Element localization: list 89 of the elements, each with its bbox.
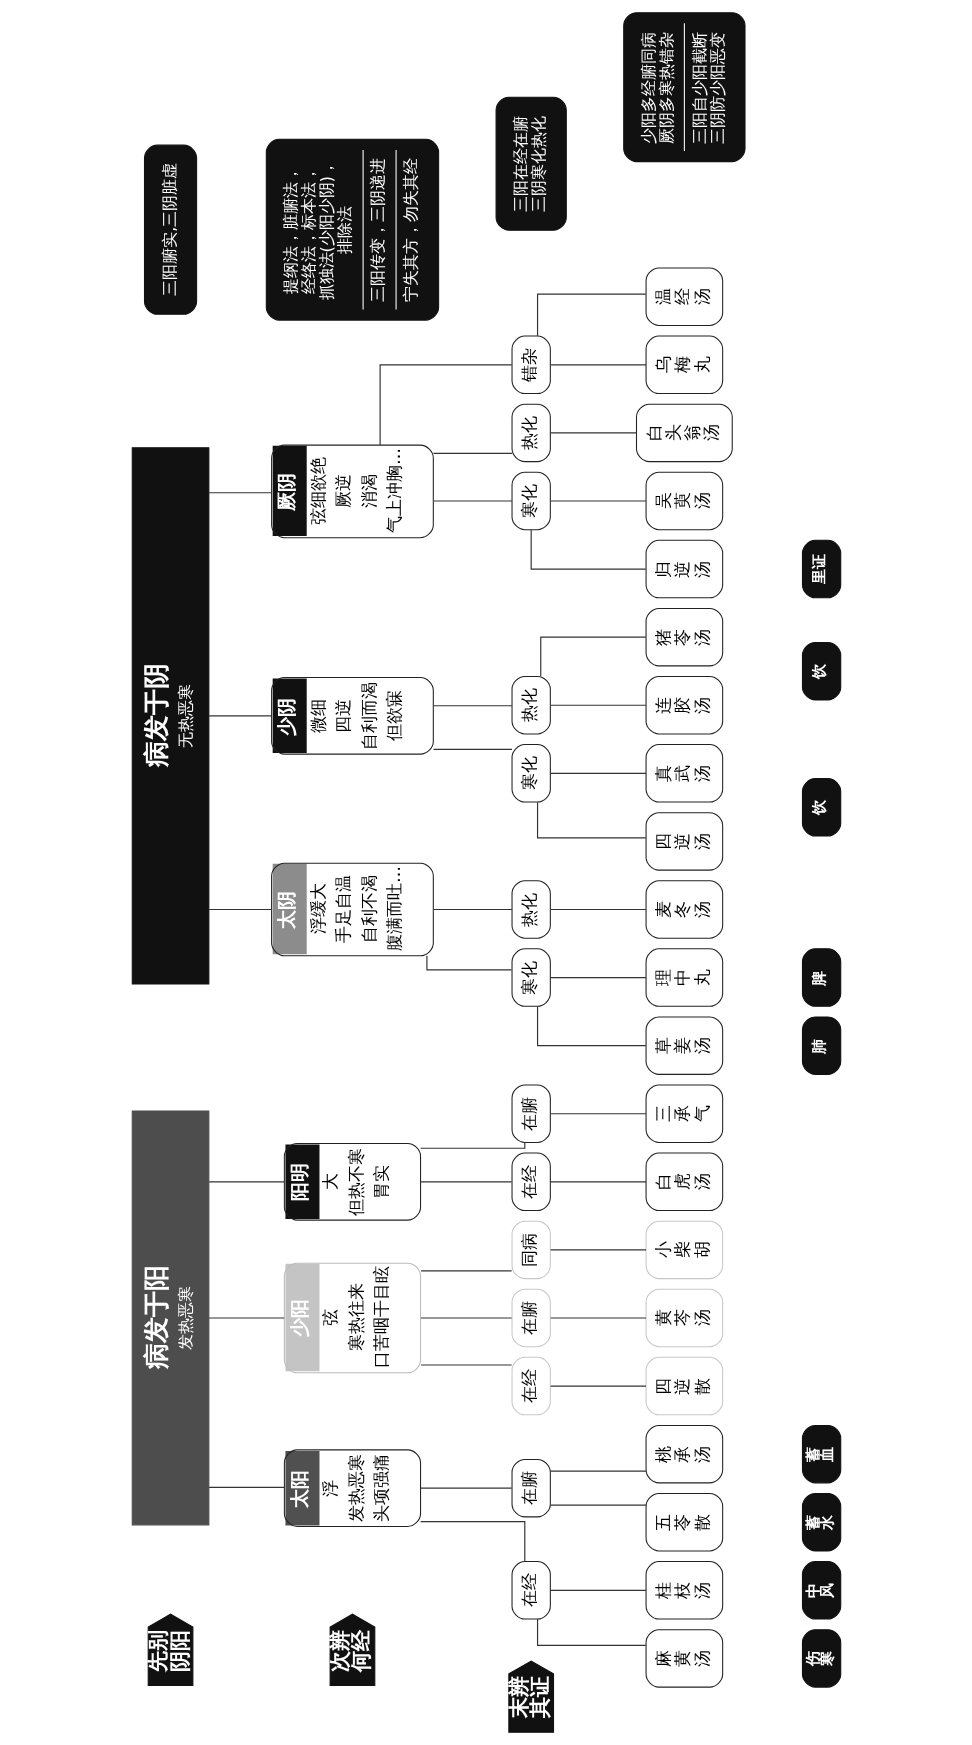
node-box: 草姜汤: [645, 1016, 723, 1075]
connector: [549, 1385, 647, 1387]
node-box: 病发于阳 发热恶寒: [131, 1110, 209, 1526]
connector: [432, 748, 513, 750]
connector: [432, 705, 513, 707]
connector: [419, 1142, 525, 1149]
connector: [536, 293, 646, 337]
node-box: 热化: [511, 403, 551, 463]
connector: [549, 976, 647, 979]
connector: [549, 1181, 647, 1183]
node-box: 寒化: [511, 948, 551, 1007]
node-box: 理中丸: [645, 948, 723, 1007]
node-box: 桃承汤: [645, 1424, 723, 1484]
connector: [379, 364, 512, 446]
node-box: 小柴胡: [645, 1220, 723, 1280]
node-box: 吴萸汤: [645, 471, 723, 531]
node-box: 温经汤: [645, 267, 723, 326]
node-box: 寒化: [511, 744, 551, 803]
connector: [432, 500, 513, 502]
node-box: 寒化: [511, 471, 551, 531]
node-box: 乌梅丸: [645, 335, 723, 395]
node-box: 脾: [801, 948, 841, 1007]
node-box: 饮: [801, 641, 841, 701]
node-box: 白虎汤: [645, 1152, 723, 1212]
connector: [549, 432, 637, 434]
connector: [549, 1589, 647, 1591]
node-box: 在腑: [511, 1288, 551, 1348]
node-box: 猪苓汤: [645, 607, 723, 667]
connector: [425, 955, 512, 971]
node-box: 麻黄汤: [645, 1629, 723, 1688]
connector: [549, 1504, 647, 1506]
node-box: 桂枝汤: [645, 1561, 723, 1620]
connector: [536, 1005, 646, 1047]
node-box: 三承气: [645, 1084, 723, 1143]
connector: [536, 801, 646, 839]
node-box: 真武汤: [645, 744, 723, 803]
connector: [549, 908, 647, 911]
node-box: 肺: [801, 1016, 841, 1075]
node-box: 错杂: [511, 335, 551, 395]
connector: [536, 1618, 646, 1646]
connector: [432, 452, 513, 454]
node-box: 在腑: [511, 1084, 551, 1143]
connector: [208, 1181, 285, 1183]
node-box: 热化: [511, 880, 551, 939]
node-box: 饮: [801, 778, 841, 837]
connector: [208, 492, 272, 494]
connector: [549, 772, 647, 774]
node-box: 三阳在经在腑三阴寒化热化: [495, 96, 567, 231]
connector: [549, 364, 647, 366]
node-box: 少阳多经腑同病厥阴多寒热错杂 三阳自少阳截断三阴防少阳恶变: [622, 12, 746, 163]
connector: [549, 1249, 647, 1251]
node-box: 病发于阴 无热恶寒: [131, 447, 209, 985]
node-box: 在经: [511, 1356, 551, 1416]
connector: [208, 715, 272, 717]
connector: [549, 1317, 647, 1319]
connector: [419, 1521, 525, 1562]
connector: [208, 908, 272, 911]
connector: [208, 1317, 285, 1319]
node-box: 提纲法，脏腑法，经络法，标本法，抓独法(少阳少阴)，排除法 三阳传变，三阴递进 宁失其方，勿失其经: [265, 138, 439, 321]
connector: [530, 529, 646, 570]
node-box: 蓄水: [801, 1492, 841, 1552]
node-box: 黄芩汤: [645, 1288, 723, 1348]
node-box: 在经: [511, 1152, 551, 1212]
node-box: 蓄血: [801, 1424, 841, 1484]
node-box: 三阳腑实,三阴脏虚: [143, 144, 197, 315]
node-box: 四逆汤: [645, 812, 723, 871]
connector: [549, 1113, 647, 1115]
connector: [419, 1487, 512, 1489]
node-box: 白头翁汤: [635, 403, 733, 463]
node-box: 连胶汤: [645, 675, 723, 735]
connector: [419, 1181, 512, 1183]
node-box: 中风: [801, 1561, 841, 1620]
node-box: 四逆散: [645, 1356, 723, 1416]
node-box: 在腑: [511, 1458, 551, 1518]
node-box: 伤寒: [801, 1629, 841, 1688]
connector: [432, 908, 513, 911]
node-box: 麦冬汤: [645, 880, 723, 939]
node-box: 在经: [511, 1561, 551, 1620]
connector: [549, 704, 647, 706]
connector: [549, 500, 647, 502]
connector: [419, 1270, 512, 1272]
connector: [549, 1470, 647, 1472]
node-box: 热化: [511, 675, 551, 735]
connector: [539, 636, 646, 677]
node-box: 里证: [801, 539, 841, 599]
node-box: 归逆汤: [645, 539, 723, 599]
node-box: 五苓散: [645, 1492, 723, 1552]
node-box: 同病: [511, 1220, 551, 1280]
connector: [208, 1486, 285, 1488]
